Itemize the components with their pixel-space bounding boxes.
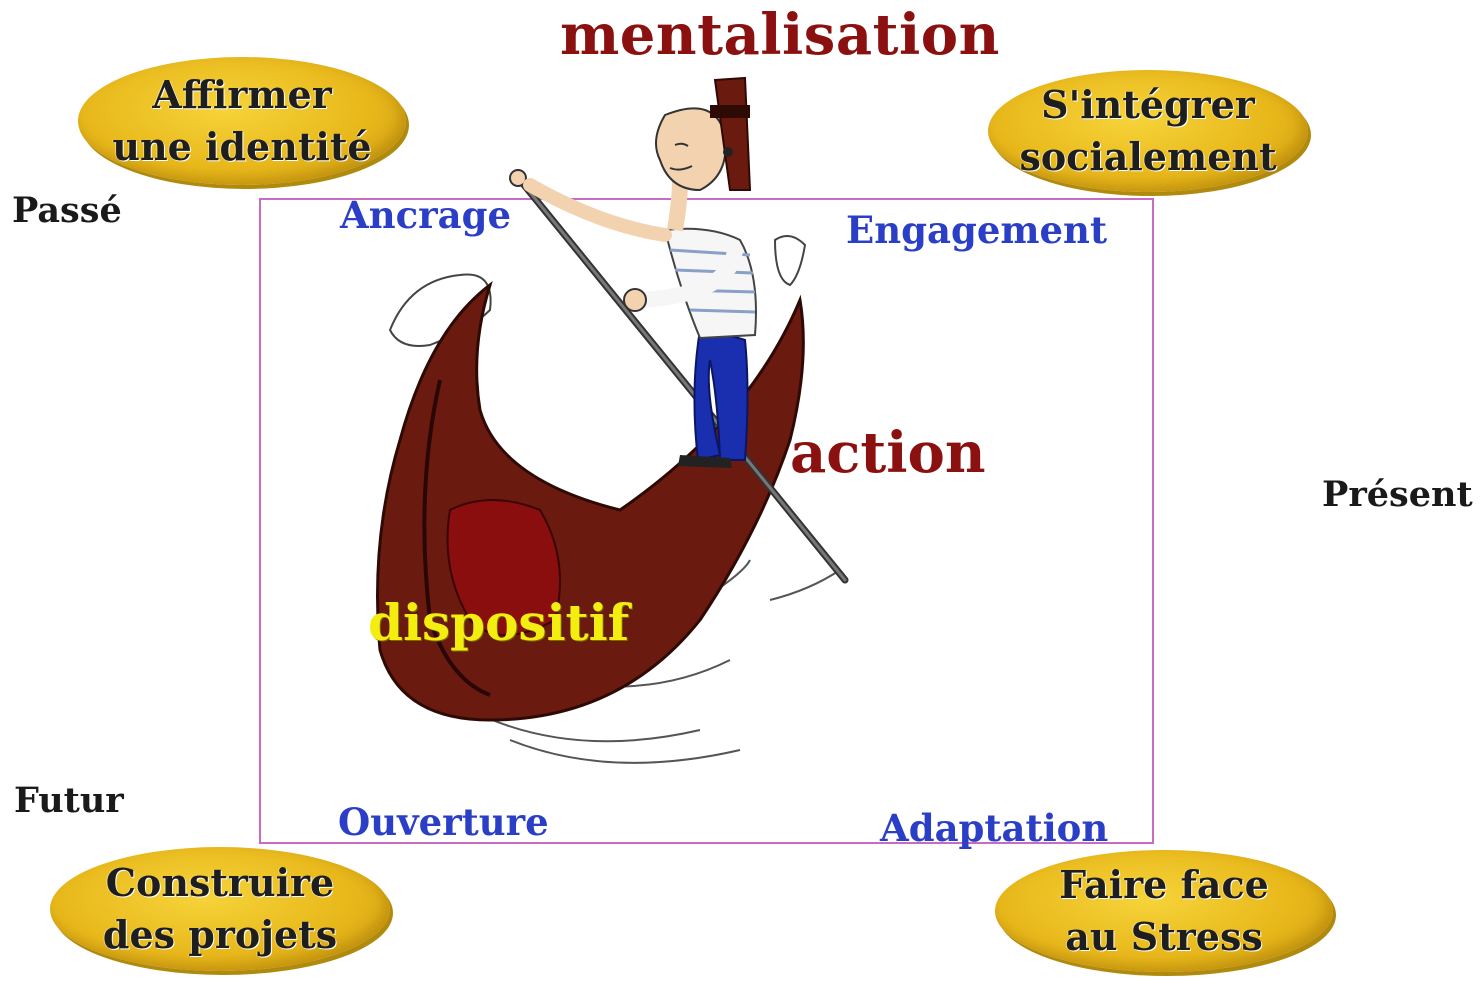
label-future: Futur [14, 780, 124, 821]
goal-integrer-socialement: S'intégrer socialement [988, 70, 1308, 192]
gondolier-icon [376, 76, 849, 764]
label-action: action [790, 420, 986, 486]
corner-ouverture: Ouverture [338, 800, 549, 844]
corner-engagement: Engagement [846, 208, 1108, 252]
goal-line: au Stress [1065, 914, 1263, 959]
goal-faire-face-stress: Faire face au Stress [995, 850, 1333, 972]
goal-line: des projets [102, 912, 338, 957]
label-past: Passé [12, 190, 122, 231]
label-present: Présent [1322, 474, 1473, 515]
diagram-frame [259, 198, 1154, 844]
goal-line: socialement [1019, 134, 1277, 179]
corner-adaptation: Adaptation [880, 806, 1109, 850]
goal-line: Faire face [1059, 862, 1269, 907]
goal-construire-projets: Construire des projets [50, 847, 390, 971]
goal-line: S'intégrer [1041, 82, 1255, 127]
label-dispositif: dispositif [368, 593, 630, 652]
goal-line: Affirmer [152, 72, 332, 117]
corner-ancrage: Ancrage [340, 193, 512, 237]
diagram-title: mentalisation [560, 2, 1000, 68]
goal-line: Construire [105, 860, 335, 905]
goal-line: une identité [112, 124, 372, 169]
goal-affirmer-identite: Affirmer une identité [78, 57, 406, 185]
